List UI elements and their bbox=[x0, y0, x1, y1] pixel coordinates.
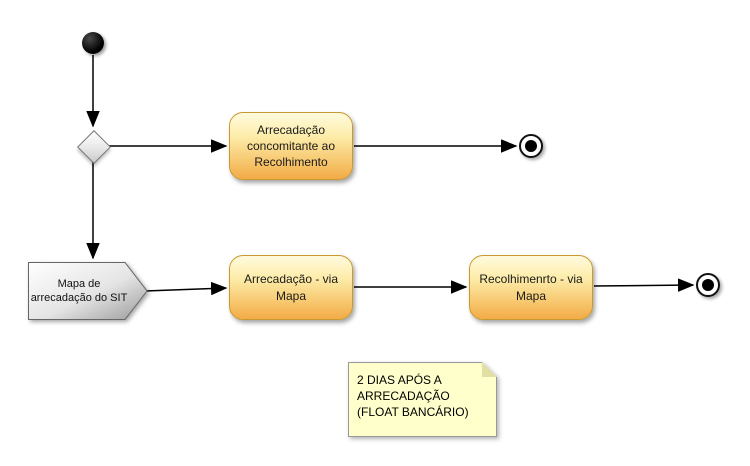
note-node: 2 DIAS APÓS A ARRECADAÇÃO (FLOAT BANCÁRI… bbox=[348, 362, 497, 437]
edge-activity-recolhimento-to-final-bottom bbox=[593, 278, 695, 292]
signal-label: Mapa de arrecadação do SIT bbox=[30, 277, 128, 304]
edge-signal-mapa-to-activity-via-mapa bbox=[144, 281, 228, 296]
final-node-top bbox=[519, 134, 543, 158]
signal-mapa-arrecadacao-sit: Mapa de arrecadação do SIT bbox=[28, 262, 148, 320]
final-node-bottom bbox=[696, 273, 720, 297]
activity-recolhimento-via-mapa: Recolhimenrto - via Mapa bbox=[469, 255, 593, 320]
activity-label: Arrecadação concomitante ao Recolhimento bbox=[246, 122, 336, 170]
activity-arrecadacao-concomitante: Arrecadação concomitante ao Recolhimento bbox=[229, 112, 353, 180]
note-folded-corner bbox=[482, 362, 497, 377]
activity-label: Arrecadação - via Mapa bbox=[243, 272, 339, 303]
final-node-inner-dot bbox=[702, 279, 714, 291]
signal-shape bbox=[28, 262, 148, 320]
activity-arrecadacao-via-mapa: Arrecadação - via Mapa bbox=[229, 255, 353, 320]
final-node-inner-dot bbox=[525, 140, 537, 152]
note-body: 2 DIAS APÓS A ARRECADAÇÃO (FLOAT BANCÁRI… bbox=[348, 362, 497, 437]
initial-node bbox=[82, 32, 104, 54]
activity-label: Recolhimenrto - via Mapa bbox=[479, 272, 583, 303]
